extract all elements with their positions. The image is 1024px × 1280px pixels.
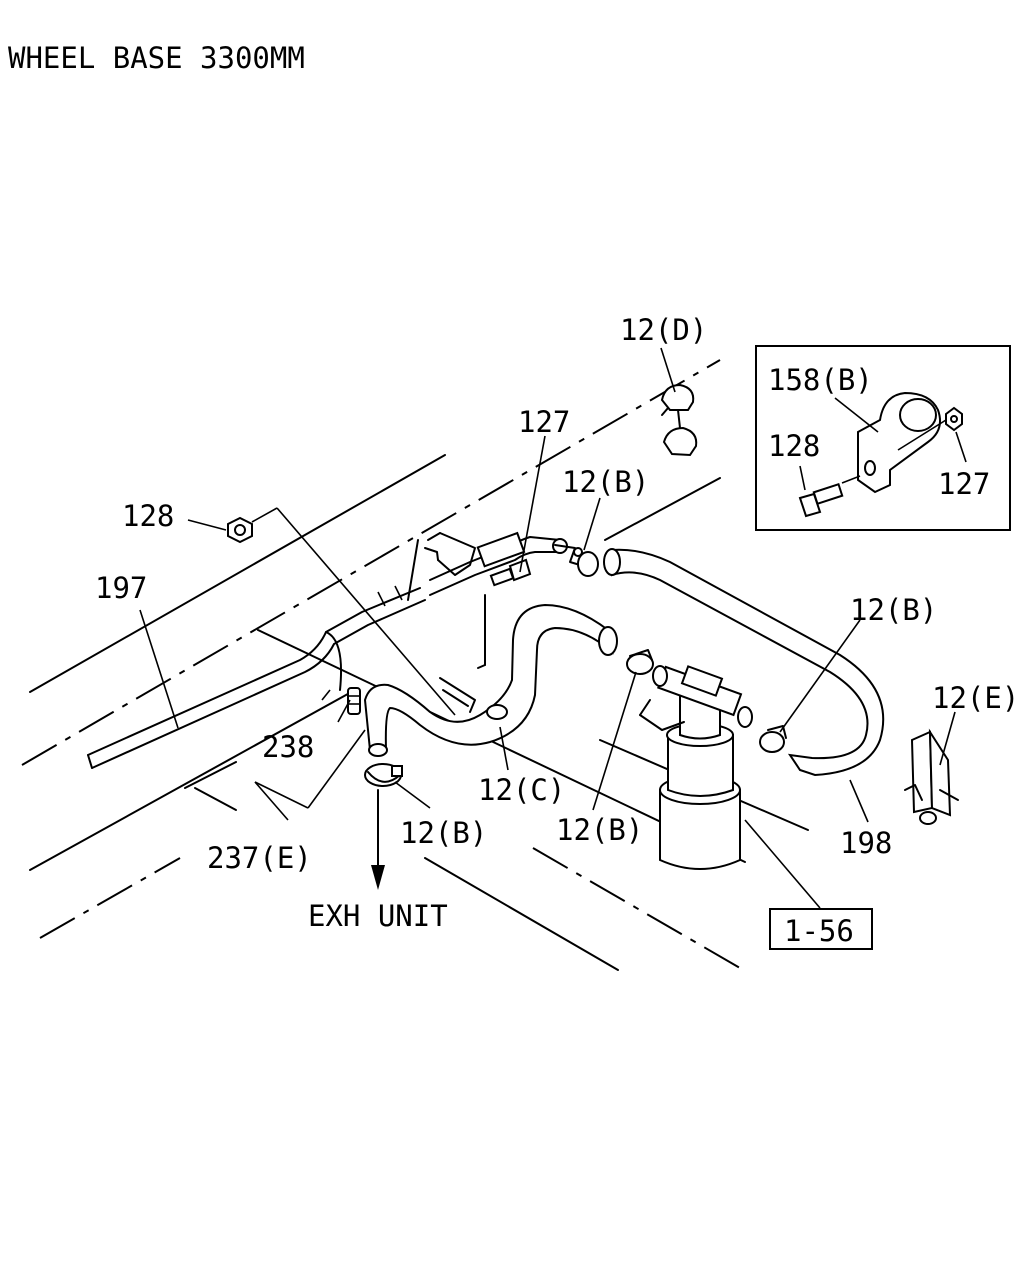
label-12b-top: 12(B) [562,465,649,499]
label-237e: 237(E) [207,841,312,875]
label-128-inset: 128 [768,429,820,463]
exh-unit-arrow [371,789,385,890]
center-hose [363,603,618,757]
label-1-56: 1-56 [784,914,854,948]
pipe-197 [87,585,426,769]
label-12e: 12(E) [932,681,1019,715]
label-127: 127 [518,405,570,439]
clamp-12b-center [626,649,654,675]
diagram-title: WHEEL BASE 3300MM [8,41,305,75]
label-12b-center: 12(B) [556,813,643,847]
leader-lines [139,347,967,909]
label-238: 238 [262,730,314,764]
frame-rails [21,359,809,971]
clamp-12d [660,383,698,457]
nut-128 [227,516,253,544]
clamp-12b-top [554,544,599,577]
clamp-12b-right [759,725,787,753]
clamp-12b-bottom [364,763,403,787]
label-exh-unit: EXH UNIT [308,899,448,933]
inset-box [755,345,1011,531]
nut-238 [347,687,361,715]
clamp-12e [904,728,959,825]
label-12b-right: 12(B) [850,593,937,627]
label-128: 128 [122,499,174,533]
label-158b: 158(B) [768,363,873,397]
reference-box-1-56 [769,908,873,950]
label-197: 197 [95,571,147,605]
label-12c: 12(C) [478,773,565,807]
label-198: 198 [840,826,892,860]
label-12d: 12(D) [620,313,707,347]
pipe-bracket [407,532,476,601]
label-127-inset: 127 [938,467,990,501]
label-12b-bottom: 12(B) [400,816,487,850]
filter-unit [639,665,753,870]
upper-hose [429,531,568,596]
